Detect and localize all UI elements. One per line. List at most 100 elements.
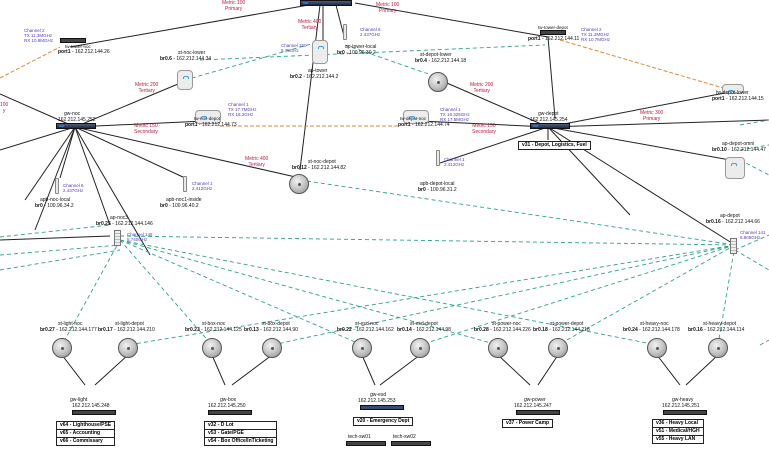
ap-depot-omni-name: ap-depot-omni bbox=[722, 141, 755, 147]
station-st-box-noc-address: br0.23 - 162.212.144.125 bbox=[185, 327, 242, 333]
gw-noc-router[interactable] bbox=[56, 123, 96, 129]
gw-noc-name: gw-noc bbox=[64, 111, 81, 117]
tech-switch-1[interactable] bbox=[346, 441, 386, 446]
ap-depot-name: ap-depot bbox=[720, 213, 740, 219]
tw-depot-noc-device[interactable] bbox=[403, 110, 429, 124]
tw-depot-noc-address: port1 - 162.212.144.74 bbox=[398, 122, 450, 128]
apb-depot-local-address: br0 - 100.96.31.2 bbox=[418, 187, 457, 193]
st-light-noc-dish[interactable] bbox=[52, 338, 72, 358]
ap-depot-address: br0.16 - 162.212.144.66 bbox=[706, 219, 760, 225]
tech-switch-2[interactable] bbox=[391, 441, 431, 446]
gw-depot-ip: 162.212.145.254 bbox=[530, 117, 568, 123]
tw-tower-depot-address: port1 - 162.212.144.11 bbox=[528, 36, 580, 42]
gw-box-name: gw-box bbox=[220, 397, 237, 403]
tw-depot-lower-name: tw-depot-lower bbox=[716, 90, 749, 96]
station-st-esd-noc: st-esd-noc bbox=[355, 321, 379, 327]
tw-tower-depot-device[interactable] bbox=[540, 30, 566, 35]
tw-depot-lower-device[interactable] bbox=[722, 84, 744, 94]
ap-tower-local-device[interactable] bbox=[343, 24, 347, 40]
vlan-row: v64 - Lighthouse/PSE bbox=[55, 421, 116, 430]
st-power-depot-dish[interactable] bbox=[548, 338, 568, 358]
station-st-light-depot: st-light-depot bbox=[115, 321, 144, 327]
gw-power-switch[interactable] bbox=[516, 410, 560, 415]
st-esd-depot-dish[interactable] bbox=[410, 338, 430, 358]
vlan-row: v65 - Accounting bbox=[55, 429, 116, 438]
station-st-box-noc: st-box-noc bbox=[202, 321, 226, 327]
gw-depot-vlan-table: v31 - Depot, Logistics, Fuel bbox=[518, 141, 591, 150]
gw-esd-vlan-table: v20 - Emergency Dept bbox=[352, 417, 414, 426]
gw-power-ip: 162.212.145.247 bbox=[514, 403, 552, 409]
apb-noc-local-name: apb-noc-local bbox=[40, 197, 71, 203]
st-box-noc-dish[interactable] bbox=[202, 338, 222, 358]
ap-tower-local-name: ap-tower-local bbox=[345, 44, 377, 50]
gw-power-name: gw-power bbox=[524, 397, 546, 403]
gw-esd-switch[interactable] bbox=[360, 405, 404, 410]
vlan-row: v53 - Gate/PGE bbox=[203, 429, 278, 438]
ap-tower-local-address: br0 - 100.96.30.2 bbox=[337, 50, 376, 56]
ap-noc3-name: ap-noc3 bbox=[110, 215, 129, 221]
gw-depot-router[interactable] bbox=[530, 123, 570, 129]
ap-noc3-address: br0.25 - 162.212.144.146 bbox=[96, 221, 153, 227]
tw-noc-depot-device[interactable] bbox=[195, 110, 221, 124]
vlan-row: v54 - Box Office/InTicketing bbox=[203, 437, 278, 446]
st-heavy-noc-dish[interactable] bbox=[647, 338, 667, 358]
ap-tower-name: ap-tower bbox=[308, 68, 328, 74]
ap-noc3-panel[interactable] bbox=[114, 230, 121, 246]
st-esd-noc-dish[interactable] bbox=[352, 338, 372, 358]
gw-heavy-switch[interactable] bbox=[663, 410, 707, 415]
st-noc-depot-address: br0.12 - 162.212.144.82 bbox=[292, 165, 346, 171]
ap-tower-device[interactable] bbox=[312, 40, 328, 64]
station-st-esd-noc-address: br0.22 - 162.212.144.162 bbox=[337, 327, 394, 333]
gw-box-ip: 162.212.145.250 bbox=[208, 403, 246, 409]
apb-depot-local-device[interactable] bbox=[436, 150, 440, 166]
apb-noc-local-device[interactable] bbox=[55, 178, 59, 194]
tw-tower-noc-device[interactable] bbox=[60, 38, 86, 43]
vlan-row: v36 - Heavy Local bbox=[652, 419, 704, 428]
gw-light-name: gw-light bbox=[70, 397, 88, 403]
st-depot-lower-address: br0.4 - 162.212.144.18 bbox=[415, 58, 467, 64]
tw-tower-noc-address: port1 - 162.212.144.26 bbox=[58, 49, 110, 55]
tw-depot-noc-name: tw-depot-noc bbox=[400, 116, 427, 121]
tw-tower-noc-label: tw-tower-noc bbox=[65, 44, 91, 49]
tech-switch-1-label: tech-sw01 bbox=[348, 434, 371, 440]
gw-noc-ip: 162.212.145.252 bbox=[58, 117, 96, 123]
ap-depot-omni-device[interactable] bbox=[725, 157, 745, 179]
vlan-row: v20 - Emergency Dept bbox=[352, 417, 414, 426]
st-noc-depot-dish[interactable] bbox=[289, 174, 309, 194]
st-noc-lower-device[interactable] bbox=[177, 70, 193, 90]
station-st-esd-depot-address: br0.14 - 162.212.144.98 bbox=[397, 327, 451, 333]
st-box-depot-dish[interactable] bbox=[262, 338, 282, 358]
gw-light-switch[interactable] bbox=[72, 410, 116, 415]
ap-depot-panel[interactable] bbox=[730, 238, 737, 254]
st-power-noc-dish[interactable] bbox=[488, 338, 508, 358]
vlan-row: v31 - Depot, Logistics, Fuel bbox=[518, 141, 591, 150]
station-st-heavy-depot: st-heavy-depot bbox=[703, 321, 737, 327]
st-noc-lower-address: br0.6 - 162.212.144.34 bbox=[160, 56, 212, 62]
station-st-power-noc-address: br0.28 - 162.212.144.226 bbox=[474, 327, 531, 333]
apb-noc1-inside-device[interactable] bbox=[183, 176, 187, 192]
gw-tower-router[interactable] bbox=[300, 0, 352, 6]
st-depot-lower-dish[interactable] bbox=[428, 72, 448, 92]
gw-light-vlan-table: v64 - Lighthouse/PSE v65 - Accounting v6… bbox=[55, 421, 116, 446]
st-light-depot-dish[interactable] bbox=[118, 338, 138, 358]
apb-depot-local-name: apb-depot-local bbox=[420, 181, 455, 187]
ap-tower-address: br0.2 - 162.212.144.2 bbox=[290, 74, 339, 80]
apb-noc1-inside-name: apb-noc1-inside bbox=[166, 197, 202, 203]
st-heavy-depot-dish[interactable] bbox=[708, 338, 728, 358]
orange-links bbox=[0, 39, 731, 127]
gw-box-switch[interactable] bbox=[208, 410, 252, 415]
station-st-power-depot-address: br0.18 - 162.212.144.218 bbox=[533, 327, 590, 333]
tw-noc-depot-address: port1 - 162.212.144.73 bbox=[185, 122, 237, 128]
gw-esd-ip: 162.212.145.253 bbox=[358, 398, 396, 404]
